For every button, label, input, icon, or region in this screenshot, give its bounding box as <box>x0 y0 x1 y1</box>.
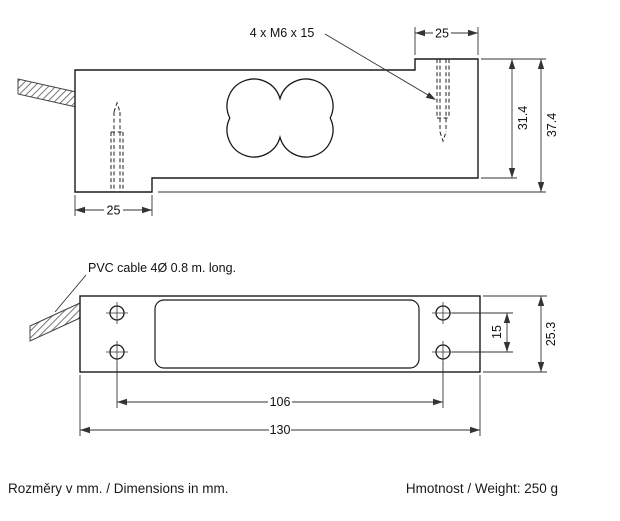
threaded-hole-left-icon <box>110 101 124 192</box>
plan-body-outline <box>79 295 481 373</box>
plan-inner-pocket <box>154 299 420 369</box>
footer-notes: Rozměry v mm. / Dimensions in mm. Hmotno… <box>8 481 558 496</box>
side-view-dimension-lines <box>74 27 546 216</box>
dim-hole-pitch-width-label: 15 <box>490 325 504 339</box>
plan-view-dimension-lines <box>54 274 547 436</box>
plan-view: PVC cable 4Ø 0.8 m. long. 15 25.3 106 13… <box>29 261 558 437</box>
cable-side-view <box>17 78 77 108</box>
threaded-hole-right-icon <box>436 59 450 143</box>
dim-body-height-label: 31.4 <box>516 106 530 130</box>
clover-cutout <box>226 78 334 158</box>
hole-bottom-left-icon <box>106 341 128 363</box>
cable-callout-label: PVC cable 4Ø 0.8 m. long. <box>88 261 236 275</box>
cable-plan-view <box>29 302 81 342</box>
hole-top-right-icon <box>432 302 454 324</box>
dim-total-height-label: 37.4 <box>545 113 559 137</box>
dim-boss-width-label: 25 <box>435 27 449 41</box>
bolt-callout-label: 4 x M6 x 15 <box>250 26 315 40</box>
dimensions-note: Rozměry v mm. / Dimensions in mm. <box>8 481 229 496</box>
side-view-arrowheads <box>75 29 545 214</box>
dim-hole-pitch-length-label: 106 <box>270 395 291 409</box>
technical-drawing: 4 x M6 x 15 25 31.4 37.4 25 <box>17 26 559 437</box>
dim-total-length-label: 130 <box>270 423 291 437</box>
dim-total-width-label: 25.3 <box>544 322 558 346</box>
hole-bottom-right-icon <box>432 341 454 363</box>
weight-note: Hmotnost / Weight: 250 g <box>405 481 558 496</box>
dim-foot-width-label: 25 <box>107 204 121 218</box>
mounting-holes <box>106 302 454 363</box>
side-view: 4 x M6 x 15 25 31.4 37.4 25 <box>17 26 559 218</box>
hole-top-left-icon <box>106 302 128 324</box>
plan-view-arrowheads <box>80 296 545 434</box>
